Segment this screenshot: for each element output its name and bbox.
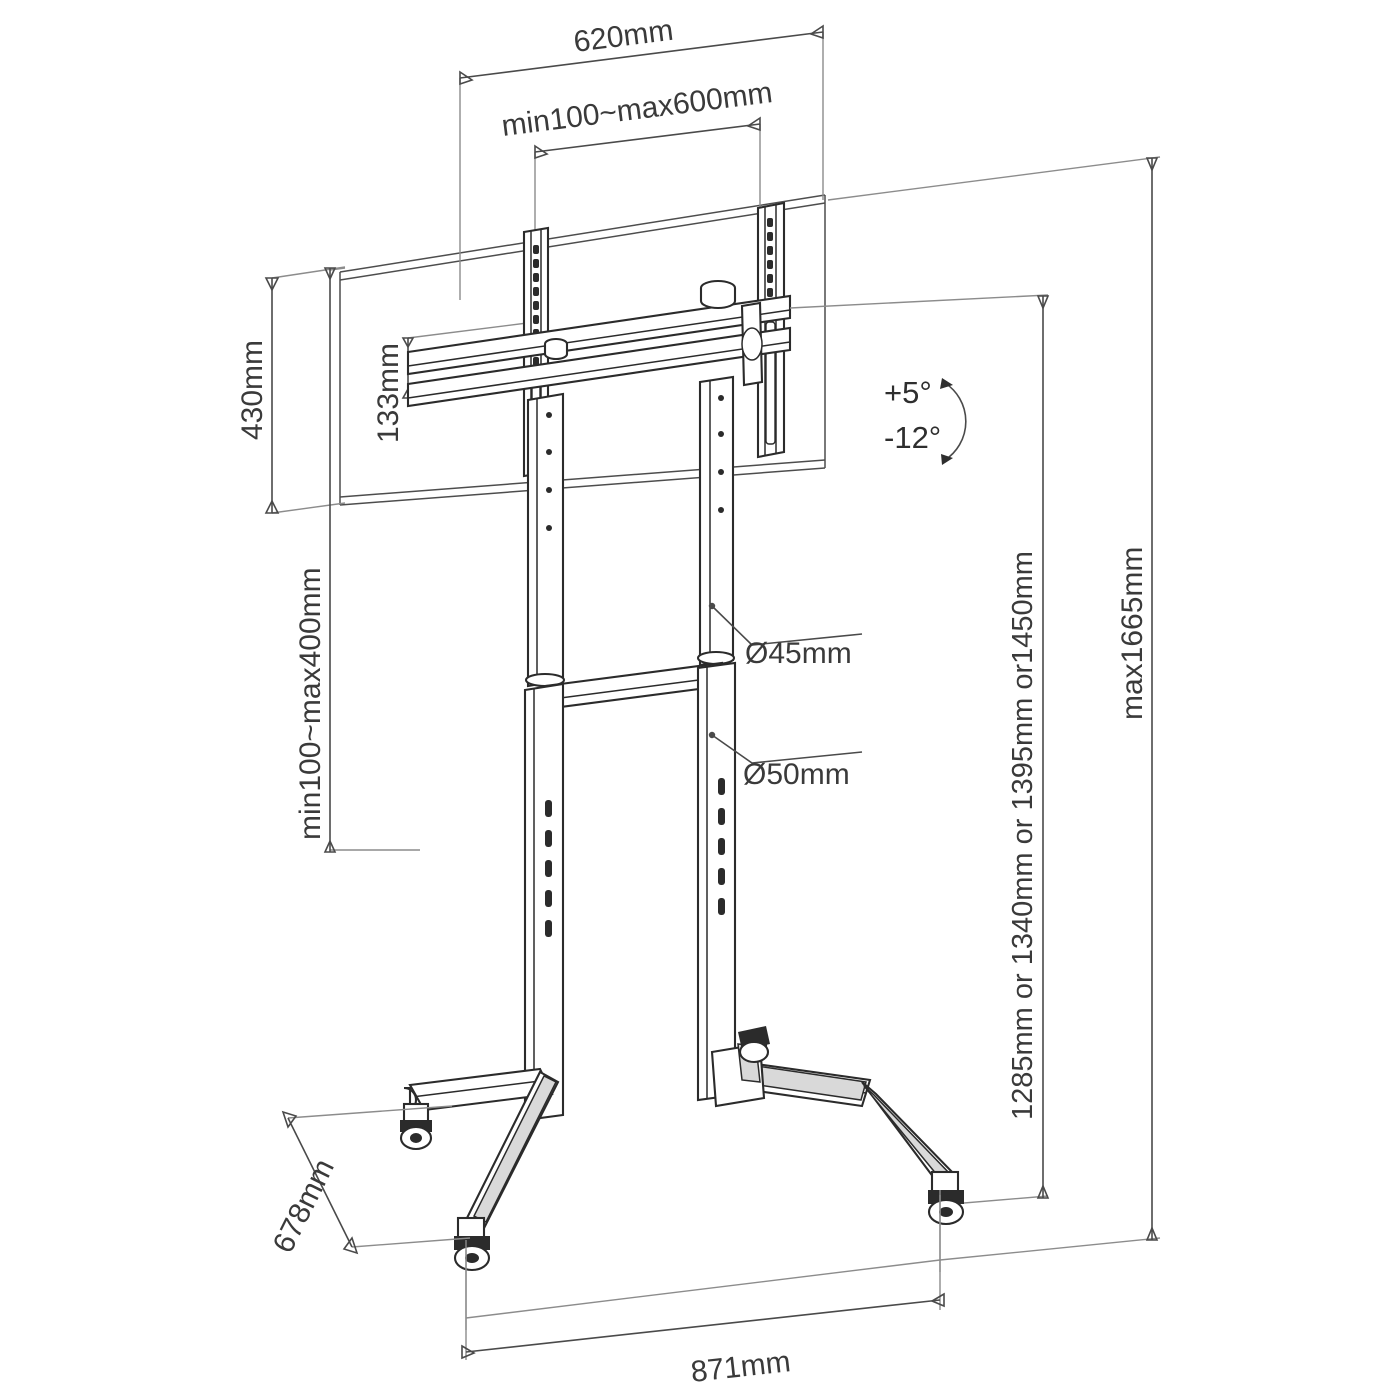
dim-430mm-label: 430mm: [236, 340, 269, 440]
vertical-column-assembly: [523, 375, 737, 1122]
dim-430mm-group: 430mm: [236, 266, 346, 514]
dim-mount-heights-group: 1285mm or 1340mm or 1395mm or1450mm: [789, 294, 1050, 1206]
rear-lower-tube-slots: [545, 800, 552, 937]
dim-max-height-group: max1665mm: [827, 156, 1161, 1261]
tilt-arc-arrow-top: [940, 378, 953, 389]
right-pivot-plate: [740, 301, 764, 387]
rear-tube-holes: [546, 412, 552, 531]
tilt-pivot-knob: [699, 279, 737, 310]
caster-rear-left: [399, 1102, 433, 1151]
dim-133mm-label: 133mm: [372, 343, 405, 443]
dim-max-height-label: max1665mm: [1116, 547, 1149, 720]
dim-mount-heights-label: 1285mm or 1340mm or 1395mm or1450mm: [1007, 551, 1039, 1120]
leader-dia45-group: Ø45mm: [708, 602, 863, 670]
dim-vesa-height-group: min100~max400mm: [294, 267, 420, 853]
leader-dia50-group: Ø50mm: [708, 731, 863, 791]
dim-620mm-group: 620mm: [459, 14, 824, 300]
rear-upper-tube: [526, 392, 565, 688]
tilt-arc-arrow-bottom: [941, 454, 953, 465]
dim-133mm-group: 133mm: [372, 321, 536, 443]
caster-front-right: [927, 1170, 965, 1226]
tilt-angle-annotation: +5° -12°: [884, 375, 967, 465]
base-leg-assembly: [399, 1026, 965, 1272]
front-lower-tube-slots: [718, 778, 725, 915]
left-pivot-bolt: [543, 337, 569, 361]
caster-front-left: [453, 1216, 491, 1272]
front-lower-tube: [696, 661, 737, 1102]
dim-vesa-height-label: min100~max400mm: [294, 567, 327, 840]
rear-lower-tube: [523, 682, 565, 1122]
front-tube-holes: [718, 395, 724, 513]
dim-dia45-label: Ø45mm: [745, 637, 852, 670]
tilt-up-label: +5°: [884, 375, 932, 410]
upper-crossbar: [406, 294, 792, 376]
caster-rear-right: [738, 1026, 770, 1064]
leg-front-right: [861, 1081, 958, 1188]
tilt-down-label: -12°: [884, 420, 941, 455]
tv-panel-ghost-outline: [339, 194, 826, 506]
lower-crossbar: [406, 326, 792, 408]
right-rail-slots: [767, 218, 773, 311]
dim-dia50-label: Ø50mm: [743, 758, 850, 791]
